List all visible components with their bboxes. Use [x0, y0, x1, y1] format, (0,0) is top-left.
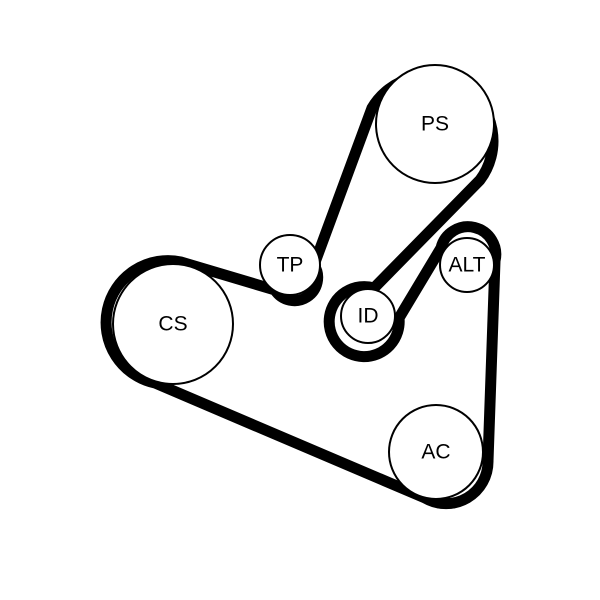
pulley-id: ID	[340, 288, 396, 344]
pulley-alt: ALT	[439, 237, 495, 293]
pulley-cs-circle	[112, 263, 234, 385]
pulley-ps-circle	[375, 64, 495, 184]
pulley-id-circle	[340, 288, 396, 344]
pulley-tp-circle	[259, 234, 321, 296]
serpentine-belt	[100, 70, 502, 510]
pulley-ac-label: AC	[421, 441, 450, 464]
pulley-tp-label: TP	[277, 254, 304, 277]
pulley-ac: AC	[388, 404, 484, 500]
pulley-ps: PS	[375, 64, 495, 184]
pulley-id-label: ID	[358, 305, 379, 328]
pulley-ps-label: PS	[421, 113, 449, 136]
pulley-ac-circle	[388, 404, 484, 500]
pulley-tp: TP	[259, 234, 321, 296]
pulley-cs-label: CS	[158, 313, 187, 336]
pulley-alt-label: ALT	[449, 254, 486, 277]
pulley-alt-circle	[439, 237, 495, 293]
pulley-cs: CS	[112, 263, 234, 385]
